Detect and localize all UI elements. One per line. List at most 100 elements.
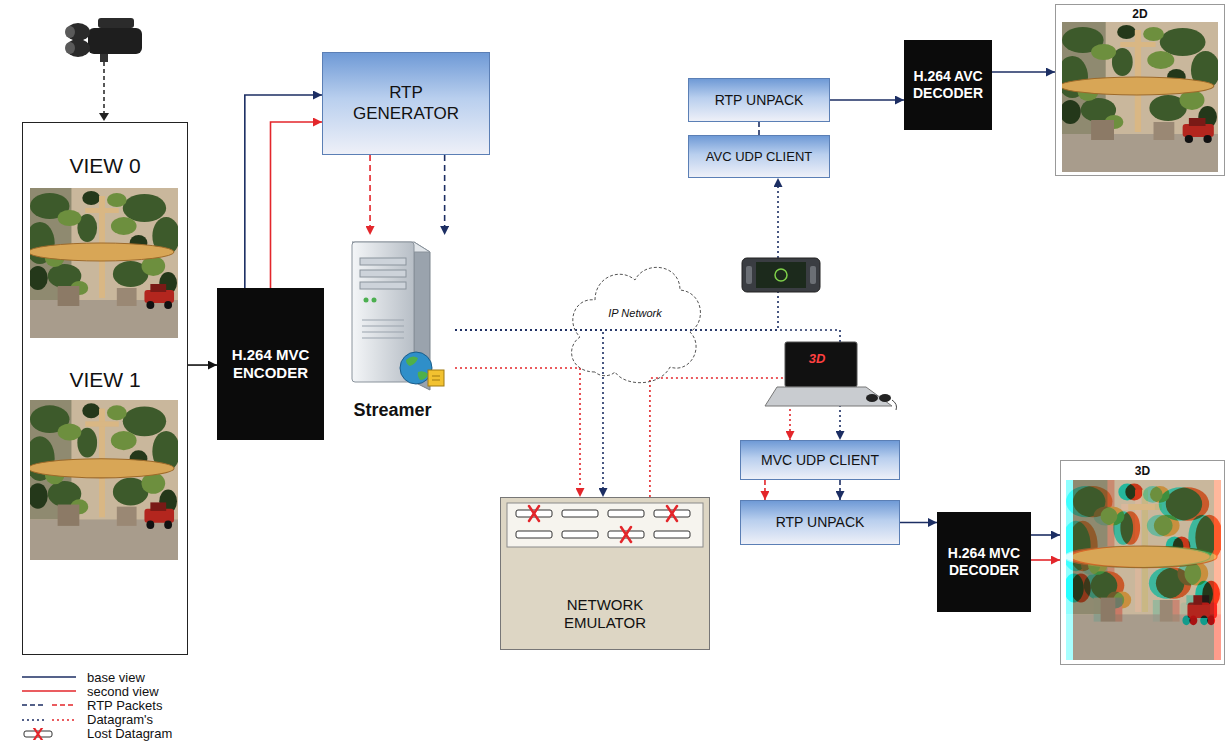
process-box: MVC UDP CLIENT xyxy=(740,440,900,480)
legend-text: second view xyxy=(87,684,159,699)
process-box: RTP UNPACK xyxy=(688,78,830,122)
camera-handle xyxy=(98,18,134,28)
laptop-base xyxy=(765,387,892,406)
connector xyxy=(369,155,371,235)
legend-sample xyxy=(20,714,78,726)
connector xyxy=(992,71,1055,73)
legend-line xyxy=(22,705,46,707)
view-image xyxy=(25,188,180,338)
camera-lens xyxy=(66,23,90,41)
process-box: RTP UNPACK xyxy=(740,500,900,545)
codec-block: H.264 AVC DECODER xyxy=(904,40,992,130)
legend-line xyxy=(22,690,76,692)
server-icon xyxy=(352,242,444,390)
cable xyxy=(892,400,897,410)
datagram-symbols xyxy=(516,510,690,538)
datagram-queue xyxy=(507,503,703,547)
connector xyxy=(830,99,904,101)
connector xyxy=(455,178,778,330)
legend-line xyxy=(52,719,76,721)
legend-row: second view xyxy=(20,684,172,698)
legend-row: Lost Datagram xyxy=(20,727,172,741)
decoded-image xyxy=(1057,22,1220,172)
image-ground xyxy=(1066,480,1222,660)
server: Streamer xyxy=(330,235,455,425)
emulator-ground xyxy=(500,497,710,650)
node-label: RTP GENERATOR xyxy=(349,83,464,124)
glasses xyxy=(866,394,878,402)
node-label: VIEW 1 xyxy=(69,367,140,392)
process-box: RTP GENERATOR xyxy=(322,52,490,155)
node-label: MVC UDP CLIENT xyxy=(761,452,879,469)
lost-mark xyxy=(34,728,42,740)
drive-slot xyxy=(360,282,406,289)
camera-lens xyxy=(66,39,90,57)
node-label: 2D xyxy=(1132,7,1147,21)
phone-body xyxy=(742,258,820,292)
emulator-panel xyxy=(500,497,710,650)
node-label: H.264 MVC DECODER xyxy=(942,545,1026,579)
node-label: 3D xyxy=(1135,464,1150,478)
legend-sample xyxy=(20,728,78,740)
right-eye-image xyxy=(1068,480,1223,660)
label-text: 3D xyxy=(809,351,826,366)
drive-slot xyxy=(360,258,406,265)
display-2d-image xyxy=(1057,22,1220,172)
folder-icon xyxy=(428,370,444,386)
process-box: AVC UDP CLIENT xyxy=(688,135,830,178)
phone-icon xyxy=(742,258,820,292)
legend: base viewsecond viewRTP PacketsDatagram'… xyxy=(20,670,172,741)
node-label: H.264 AVC DECODER xyxy=(909,68,987,102)
legend-sample xyxy=(20,685,78,697)
legend-line xyxy=(22,676,76,678)
phone-keys xyxy=(746,266,752,284)
tripod-head xyxy=(100,54,108,62)
node-label: IP Network xyxy=(608,307,661,320)
view-panel: VIEW 0VIEW 1 xyxy=(22,122,188,655)
display-frame: 2D xyxy=(1055,4,1225,176)
legend-text: base view xyxy=(87,670,145,685)
connector xyxy=(271,122,323,288)
phone-keys xyxy=(810,266,816,284)
cloud-outline xyxy=(565,252,705,392)
network-cloud: IP Network xyxy=(565,252,705,392)
lost-marks xyxy=(529,506,677,542)
drive-slot xyxy=(360,270,406,277)
legend-sample xyxy=(20,671,78,683)
connector xyxy=(455,330,840,440)
legend-text: Lost Datagram xyxy=(87,726,172,741)
legend-sample xyxy=(20,699,78,711)
display-3d-image xyxy=(1061,480,1223,660)
status-led xyxy=(364,298,369,303)
server-vents xyxy=(362,320,404,338)
codec-block: H.264 MVC DECODER xyxy=(937,512,1031,612)
view-images xyxy=(25,188,180,560)
connector xyxy=(1031,559,1060,561)
node-label: H.264 MVC ENCODER xyxy=(222,346,319,382)
connector xyxy=(188,364,217,366)
node-label: Streamer xyxy=(353,400,431,422)
phone-screen xyxy=(756,262,806,288)
connector xyxy=(839,480,841,500)
legend-line xyxy=(52,705,76,707)
connector xyxy=(758,122,760,135)
connector xyxy=(245,95,322,288)
connector xyxy=(1031,534,1060,536)
glasses xyxy=(879,394,891,402)
codec-block: H.264 MVC ENCODER xyxy=(217,288,324,440)
legend-text: RTP Packets xyxy=(87,698,162,713)
legend-row: base view xyxy=(20,670,172,684)
screen-logo: 3D xyxy=(795,347,839,369)
emulator-box: NETWORK EMULATOR xyxy=(500,497,710,650)
camera-body xyxy=(88,28,142,54)
folder-line xyxy=(432,376,440,377)
camera-icon xyxy=(65,18,142,121)
capture-arrow xyxy=(103,62,105,113)
globe-land xyxy=(406,356,428,380)
globe xyxy=(400,352,432,384)
connector xyxy=(900,522,937,524)
phone-logo xyxy=(775,269,787,281)
display-frame: 3D xyxy=(1060,460,1225,665)
connector xyxy=(455,368,580,497)
